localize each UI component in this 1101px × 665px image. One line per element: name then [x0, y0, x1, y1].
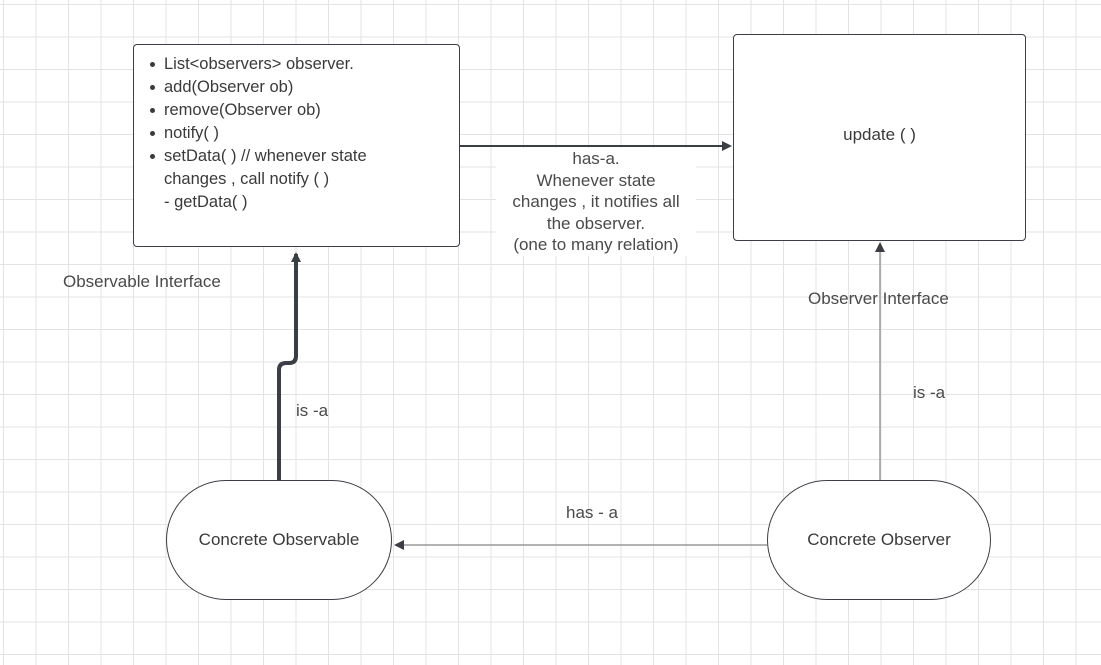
member-item: - getData( ) [164, 193, 248, 211]
is-a-right-label: is -a [913, 383, 946, 402]
member-item: add(Observer ob) [148, 76, 449, 99]
is-a-arrow-left [277, 252, 301, 480]
has-a-top-label: has-a. Whenever state changes , it notif… [496, 148, 696, 256]
observable-interface-box[interactable]: List<observers> observer. add(Observer o… [133, 44, 460, 247]
member-item: setData( ) // whenever state [148, 145, 449, 168]
has-a-top-line: has-a. [572, 149, 620, 168]
member-item: List<observers> observer. [148, 53, 449, 76]
has-a-top-line: changes , it notifies all [512, 192, 680, 211]
observable-members-list: List<observers> observer. add(Observer o… [148, 53, 449, 214]
observable-interface-label: Observable Interface [63, 272, 221, 291]
concrete-observer-label: Concrete Observer [807, 530, 951, 549]
is-a-left-label: is -a [296, 401, 329, 420]
concrete-observable-node[interactable]: Concrete Observable [166, 480, 392, 600]
observer-method: update ( ) [843, 125, 916, 144]
concrete-observer-node[interactable]: Concrete Observer [767, 480, 991, 600]
has-a-top-line: Whenever state [536, 170, 656, 190]
has-a-top-line: (one to many relation) [513, 235, 679, 254]
member-item: notify( ) [148, 122, 449, 145]
member-item: remove(Observer ob) [148, 99, 449, 122]
concrete-observable-label: Concrete Observable [198, 530, 360, 549]
member-item-continuation: changes , call notify ( ) [164, 170, 330, 188]
observer-interface-label: Observer Interface [808, 289, 949, 308]
has-a-top-line: the observer. [546, 213, 646, 233]
observer-interface-box[interactable]: update ( ) [733, 34, 1026, 241]
has-a-bottom-label: has - a [566, 503, 618, 522]
